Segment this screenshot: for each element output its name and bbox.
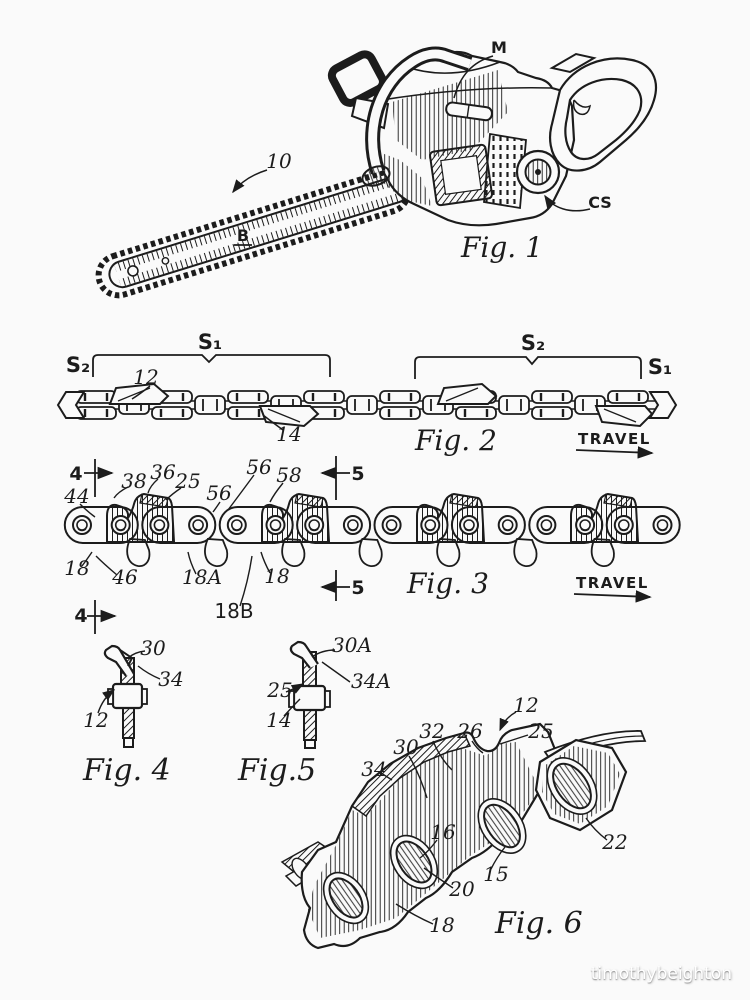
fig1-engine-housing: [368, 50, 576, 227]
fig3-chain-side-view: 4 4 5 5 44 38 36 25 56 56 58 18 46 18A 1…: [63, 455, 681, 634]
fig3-leader-lines: [79, 474, 284, 607]
fig6-leader-lines: [380, 711, 608, 925]
fig1-front-handle: [361, 46, 473, 187]
fig3-section-lines: [84, 456, 350, 634]
fig3-label-sec4-bottom: 4: [74, 605, 87, 627]
fig5-label-25: 25: [266, 678, 292, 702]
fig1-guide-bar: [95, 168, 411, 299]
fig3-label-18b: 18B: [214, 599, 253, 623]
fig1-rear-handle: [549, 52, 658, 172]
fig2-chain-top-view: S₂ S₁ S₂ S₁ 12 14 Fig. 2 TRAVEL: [56, 330, 678, 459]
fig3-label-56-upper: 56: [246, 455, 272, 479]
fig5-rivet-illustration: 30A 34A 25 14 Fig.5: [237, 633, 391, 788]
fig6-label-16: 16: [430, 820, 456, 844]
fig3-label-sec5-bottom: 5: [351, 577, 364, 599]
fig2-travel-indicator: TRAVEL: [575, 430, 654, 459]
fig1-sprocket-cover: [515, 149, 561, 195]
fig1-throttle-cylinder: [445, 101, 493, 122]
fig2-cutter-links: [108, 382, 654, 428]
fig5-label-14: 14: [266, 708, 291, 732]
fig6-label-30: 30: [393, 735, 419, 759]
fig3-label-56-lower: 56: [206, 481, 232, 505]
fig3-caption: Fig. 3: [406, 567, 489, 600]
fig4-leader-lines: [97, 650, 161, 714]
fig4-label-30: 30: [140, 636, 166, 660]
fig6-label-15: 15: [483, 862, 508, 886]
fig2-label-s2-left: S₂: [66, 353, 90, 377]
fig2-label-s1-brace: S₁: [198, 330, 222, 354]
fig2-label-14: 14: [276, 422, 301, 446]
fig6-label-25: 25: [527, 719, 553, 743]
fig2-leader-lines: [131, 385, 284, 431]
fig2-label-s1-right: S₁: [648, 355, 672, 379]
fig3-label-38: 38: [121, 469, 146, 493]
fig6-caption: Fig. 6: [494, 906, 583, 941]
fig3-label-25: 25: [174, 469, 200, 493]
fig3-label-36: 36: [150, 460, 176, 484]
fig3-label-sec4-top: 4: [69, 463, 82, 485]
fig3-label-58: 58: [276, 463, 301, 487]
fig6-label-22: 22: [601, 830, 627, 854]
fig3-label-46: 46: [111, 565, 138, 589]
fig4-caption: Fig. 4: [82, 753, 171, 788]
watermark: timothybeighton: [590, 964, 732, 984]
fig6-label-20: 20: [448, 877, 475, 901]
fig3-label-18-left: 18: [64, 556, 89, 580]
fig2-travel-label: TRAVEL: [578, 430, 651, 448]
fig2-label-s2-brace: S₂: [521, 331, 545, 355]
fig3-travel-indicator: TRAVEL: [573, 574, 652, 603]
fig1-caption: Fig. 1: [460, 231, 543, 264]
fig6-label-18: 18: [429, 913, 454, 937]
fig4-rivet-illustration: 30 34 12 Fig. 4: [82, 636, 184, 788]
fig1-leader-lines: [232, 55, 591, 246]
fig5-label-30a: 30A: [332, 633, 372, 657]
fig5-caption: Fig.5: [237, 753, 316, 788]
fig3-label-sec5-top: 5: [351, 463, 364, 485]
fig3-travel-label: TRAVEL: [576, 574, 649, 592]
fig6-label-32: 32: [419, 719, 444, 743]
fig4-label-12: 12: [83, 708, 108, 732]
fig6-top-plate: [350, 732, 472, 818]
fig3-label-18-mid: 18: [264, 564, 289, 588]
fig5-leader-lines: [283, 649, 351, 717]
fig3-label-18a: 18A: [182, 565, 222, 589]
fig1-chainsaw-illustration: M 10 B CS Fig. 1: [95, 38, 658, 299]
fig2-span-brackets: [92, 354, 642, 379]
fig2-caption: Fig. 2: [414, 424, 497, 457]
fig6-cutter-link-illustration: 12 32 26 25 30 34 16 22 15 20 18 Fig. 6: [280, 693, 647, 950]
fig3-label-44: 44: [63, 484, 89, 508]
fig6-label-12: 12: [513, 693, 538, 717]
fig5-label-34a: 34A: [351, 669, 391, 693]
fig1-label-b: B: [237, 226, 249, 245]
fig6-label-34: 34: [361, 757, 386, 781]
fig1-label-10: 10: [266, 149, 292, 173]
fig2-left-end-link: [56, 391, 86, 419]
fig1-label-m: M: [491, 38, 507, 57]
fig1-label-cs: CS: [588, 193, 612, 212]
fig4-label-34: 34: [158, 667, 183, 691]
fig2-right-end-link: [648, 391, 678, 419]
fig6-label-26: 26: [456, 719, 483, 743]
fig2-label-12: 12: [133, 365, 158, 389]
fig6-rivet-holes: [322, 757, 598, 925]
